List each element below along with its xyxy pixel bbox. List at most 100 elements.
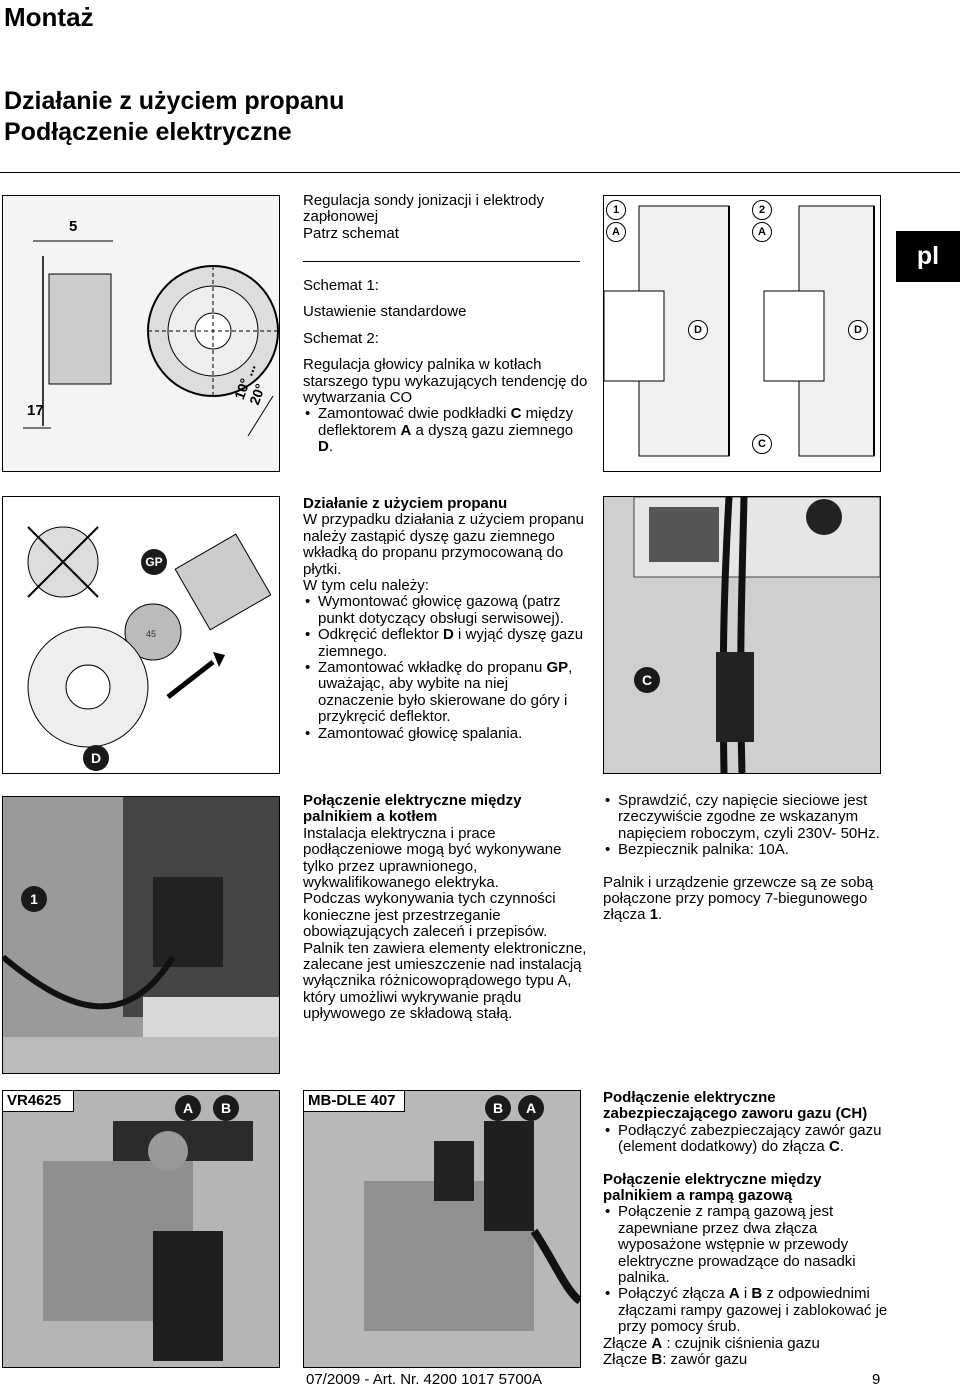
schema-1-d-marker: D (688, 320, 708, 340)
burner-head-drawing (23, 240, 279, 437)
vr4625-b-marker: B (213, 1095, 239, 1121)
gas-valve-bullets: Podłączyć zabezpieczający zawór gazu (el… (603, 1121, 888, 1156)
vr4625-title-box (3, 1091, 74, 1112)
mbdle407-b-marker: B (485, 1095, 511, 1121)
footer-doc-number: 07/2009 - Art. Nr. 4200 1017 5700A (306, 1371, 543, 1388)
line-b: B (651, 1351, 663, 1369)
schemat2-bullet: Zamontować dwie podkładki C między defle… (303, 406, 588, 455)
boiler-title: Połączenie elektryczne między palnikiem … (303, 792, 588, 826)
step-text: Zamontować wkładkę do propanu (318, 659, 547, 677)
gas-ramp-bullets: Połączenie z rampą gazową jest zapewnian… (603, 1204, 888, 1335)
connector-c-photo: C (603, 496, 881, 774)
bullet-text: Podłączyć zabezpieczający zawór gazu (el… (618, 1121, 882, 1156)
line-text: Złącze (603, 1351, 652, 1369)
bullet-text: między deflektorem (318, 405, 574, 439)
voltage-bullets: Sprawdzić, czy napięcie sieciowe jest rz… (603, 792, 888, 859)
gas-valve-bullet-1: Podłączyć zabezpieczający zawór gazu (el… (603, 1121, 888, 1156)
voltage-bullet-2: Bezpiecznik palnika: 10A. (603, 841, 888, 859)
bullet-text: Połączyć złącza (618, 1285, 729, 1303)
mbdle407-title: MB-DLE 407 (308, 1092, 396, 1109)
connector-a-line: Złącze A : czujnik ciśnienia gazu (603, 1334, 888, 1352)
mbdle407-photo: MB-DLE 407 B A (303, 1090, 581, 1368)
propane-intro2: W tym celu należy: (303, 577, 429, 595)
schemat2-label: Schemat 2: (303, 329, 379, 347)
vr4625-a-marker: A (175, 1095, 201, 1121)
line-a: A (651, 1334, 663, 1352)
line-text: Złącze (603, 1334, 652, 1352)
gas-valve-text: Podłączenie elektryczne zabezpieczająceg… (603, 1089, 888, 1369)
connector-photo-drawing (633, 497, 880, 773)
schema-2-marker: 2 (752, 200, 772, 220)
boiler-p1: Instalacja elektryczna i prace podłączen… (303, 824, 562, 892)
boiler-photo-drawing (3, 797, 279, 1073)
boiler-title-text: Połączenie elektryczne między palnikiem … (303, 792, 522, 826)
boiler-p3: Palnik ten zawiera elementy elektroniczn… (303, 939, 587, 1023)
bullet-text: . (328, 438, 334, 456)
step-gp: GP (546, 659, 569, 677)
nozzle-number: 45 (146, 629, 157, 639)
voltage-bullet-1: Sprawdzić, czy napięcie sieciowe jest rz… (603, 792, 888, 842)
step-d: D (443, 626, 454, 644)
propane-step-3: Zamontować wkładkę do propanu GP, uważaj… (303, 659, 588, 726)
propane-text: Działanie z użyciem propanu W przypadku … (303, 495, 588, 743)
boiler-p2: Podczas wykonywania tych czynności konie… (303, 890, 556, 941)
schemat2-text: Regulacja głowicy palnika w kotłach star… (303, 356, 588, 407)
language-tab: pl (896, 231, 960, 282)
voltage-text: Sprawdzić, czy napięcie sieciowe jest rz… (603, 792, 888, 924)
propane-step-4: Zamontować głowicę spalania. (303, 725, 588, 743)
vr4625-title: VR4625 (7, 1092, 62, 1109)
bullet-a: A (400, 421, 412, 439)
page-title: Działanie z użyciem propanu Podłączenie … (4, 86, 344, 148)
propane-step-2: Odkręcić deflektor D i wyjąć dyszę gazu … (303, 626, 588, 660)
schemat2-bullets: Zamontować dwie podkładki C między defle… (303, 406, 588, 455)
bullet-text: a dyszą gazu ziemnego (411, 421, 574, 439)
dimension-label-5: 5 (69, 218, 78, 235)
line-text: : zawór gazu (662, 1351, 748, 1369)
vr4625-photo: VR4625 A B (2, 1090, 280, 1368)
probe-title: Regulacja sondy jonizacji i elektrody za… (303, 192, 544, 226)
schema-2-d-marker: D (848, 320, 868, 340)
connector-1-marker: 1 (21, 886, 47, 912)
propane-parts-drawing (27, 526, 272, 748)
step-text: i wyjąć dyszę gazu ziemnego. (318, 626, 584, 660)
c-marker: C (634, 667, 660, 693)
schema-1-a-marker: A (606, 222, 626, 242)
propane-intro: W przypadku działania z użyciem propanu … (303, 511, 584, 578)
propane-steps: Wymontować głowicę gazową (patrz punkt d… (303, 594, 588, 743)
propane-title: Działanie z użyciem propanu (303, 495, 588, 512)
bullet-b: B (751, 1285, 763, 1303)
boiler-connection-text: Połączenie elektryczne między palnikiem … (303, 792, 588, 1023)
mbdle407-drawing (364, 1121, 580, 1331)
dimension-label-17: 17 (27, 402, 44, 419)
schema-text: Schemat 1: Ustawienie standardowe Schema… (303, 277, 588, 456)
schema-2-c-marker: C (752, 434, 772, 454)
connector-b-line: Złącze B: zawór gazu (603, 1351, 888, 1369)
connector-number: 1 (649, 906, 659, 924)
mbdle407-title-box (304, 1091, 405, 1112)
gas-ramp-title-text: Połączenie elektryczne między palnikiem … (603, 1170, 822, 1205)
page-number: 9 (872, 1371, 881, 1388)
schemat1-label: Schemat 1: (303, 277, 379, 294)
vr4625-drawing (43, 1121, 253, 1361)
propane-step-1: Wymontować głowicę gazową (patrz punkt d… (303, 594, 588, 627)
step-text: Odkręcić deflektor (318, 626, 444, 644)
section-heading: Montaż (4, 2, 94, 32)
gas-ramp-bullet-1: Połączenie z rampą gazową jest zapewnian… (603, 1204, 888, 1286)
connector-text: Palnik i urządzenie grzewcze są ze sobą … (603, 873, 874, 924)
page-title-line1: Działanie z użyciem propanu (4, 87, 345, 115)
connector-paragraph: Palnik i urządzenie grzewcze są ze sobą … (603, 873, 888, 924)
ionization-probe-figure: 5 17 10° ... 20° (2, 195, 280, 472)
gas-ramp-bullet-2: Połączyć złącza A i B z odpowiednimi złą… (603, 1286, 888, 1335)
schemat1-text: Ustawienie standardowe (303, 303, 467, 321)
bullet-c: C (828, 1138, 840, 1156)
propane-title-text: Działanie z użyciem propanu (303, 495, 508, 512)
page-title-line2: Podłączenie elektryczne (4, 118, 292, 146)
deflector-diagram (604, 205, 875, 457)
propane-insert-figure: GP D 45 (2, 496, 280, 774)
step-text: , uważając, aby wybite na niej oznaczeni… (318, 659, 573, 726)
bullet-text: z odpowiednimi złączami rampy gazowej i … (618, 1285, 888, 1336)
schema-1-marker: 1 (606, 200, 626, 220)
bullet-text: . (839, 1138, 844, 1156)
probe-adjustment-text: Regulacja sondy jonizacji i elektrody za… (303, 192, 588, 242)
bullet-c: C (510, 405, 522, 423)
